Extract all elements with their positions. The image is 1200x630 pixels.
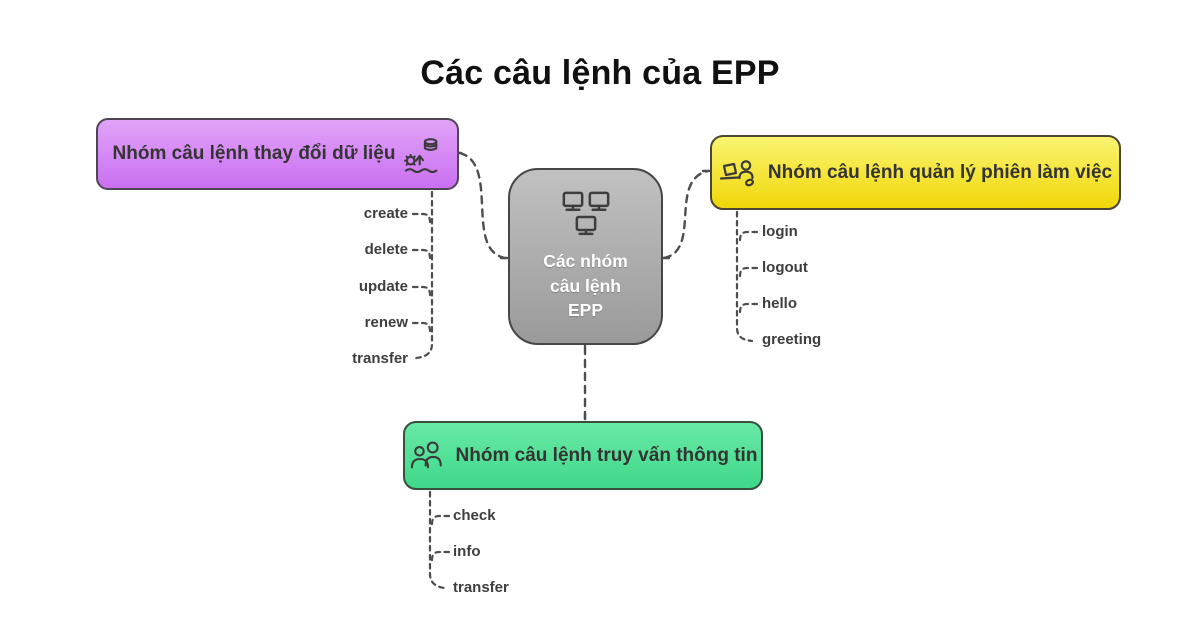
database-update-icon — [404, 135, 442, 173]
child-label-greeting: greeting — [762, 331, 822, 348]
node-group-data-change: Nhóm câu lệnh thay đổi dữ liệu — [96, 118, 459, 190]
child-label-check: check — [453, 507, 496, 524]
node-center-epp-groups: Các nhóm câu lệnh EPP — [508, 168, 663, 345]
branch-right-elbows — [738, 230, 759, 314]
center-line-3: EPP — [567, 300, 603, 321]
child-label-transfer: transfer — [352, 350, 408, 367]
node-group-session: Nhóm câu lệnh quản lý phiên làm việc — [710, 135, 1121, 210]
node-group-info-query: Nhóm câu lệnh truy vấn thông tin — [403, 421, 763, 490]
group-label: Nhóm câu lệnh thay đổi dữ liệu — [112, 143, 396, 164]
edge-center-to-session — [662, 169, 710, 260]
branch-right-spine — [735, 210, 754, 343]
child-label-delete: delete — [364, 241, 408, 258]
branch-bottom-spine — [428, 490, 447, 590]
diagram-title: Các câu lệnh của EPP — [420, 54, 780, 92]
edge-center-to-data-change — [458, 151, 507, 260]
branch-left-elbows — [411, 212, 432, 333]
group-label: Nhóm câu lệnh quản lý phiên làm việc — [767, 161, 1113, 183]
people-search-icon — [409, 439, 447, 473]
child-label-transfer-query: transfer — [453, 579, 509, 596]
user-session-icon — [719, 157, 759, 189]
group-label: Nhóm câu lệnh truy vấn thông tin — [455, 444, 758, 466]
child-label-hello: hello — [762, 295, 798, 312]
center-line-1: Các nhóm — [543, 250, 628, 271]
branch-left-spine — [414, 190, 434, 360]
child-label-update: update — [358, 278, 408, 295]
child-label-login: login — [762, 223, 798, 240]
child-label-logout: logout — [762, 259, 808, 276]
workstations-icon — [556, 190, 616, 242]
child-label-renew: renew — [364, 314, 408, 331]
center-line-2: câu lệnh — [549, 275, 621, 296]
branch-bottom-elbows — [430, 514, 451, 562]
child-label-create: create — [363, 205, 408, 222]
center-node-label: Các nhóm câu lệnh EPP — [543, 249, 628, 324]
child-label-info: info — [453, 543, 481, 560]
